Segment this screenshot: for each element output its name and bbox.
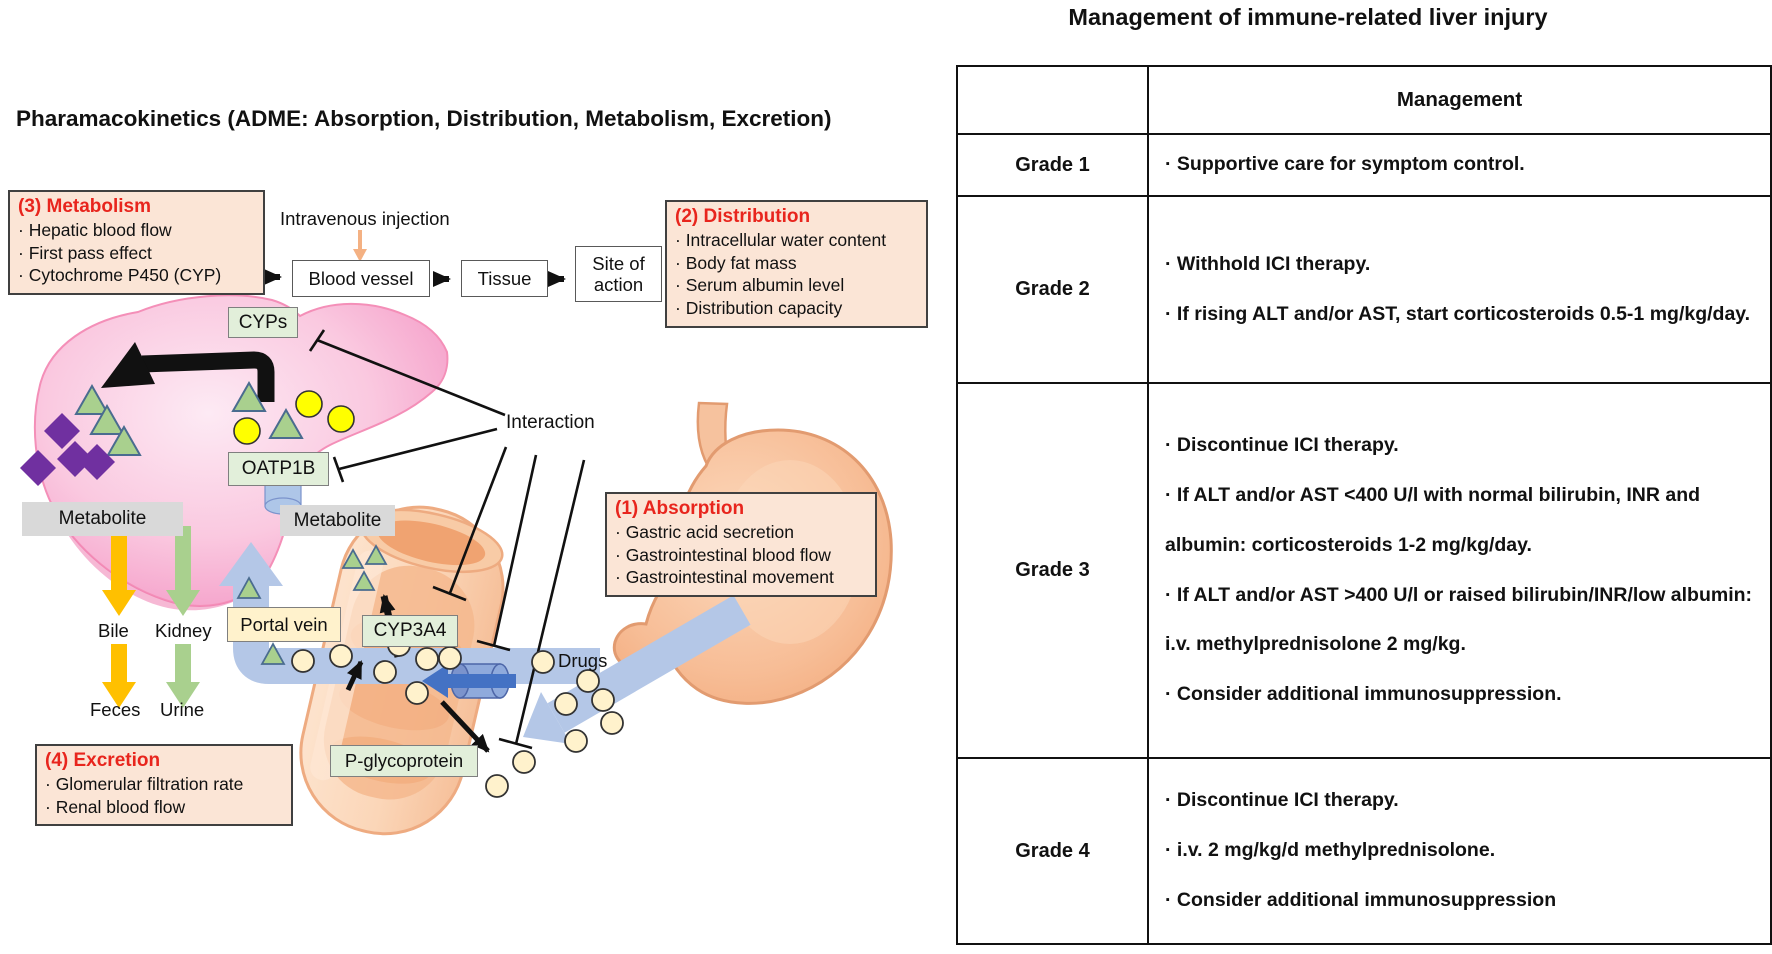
management-cell: · Supportive care for symptom control.	[1149, 135, 1770, 195]
feces-label: Feces	[90, 699, 141, 720]
distribution-box: (2) Distribution · Intracellular water c…	[665, 200, 928, 328]
metabolite-label-right: Metabolite	[280, 505, 395, 536]
drug-shapes-liver	[231, 380, 355, 445]
flow-arrows	[264, 269, 566, 287]
absorption-item: · Gastrointestinal blood flow	[615, 544, 831, 565]
management-table-panel: Management of immune-related liver injur…	[950, 0, 1772, 954]
bile-arrows	[102, 526, 136, 708]
management-cell: · Discontinue ICI therapy. · i.v. 2 mg/k…	[1149, 759, 1770, 943]
grade-cell: Grade 2	[958, 197, 1149, 382]
tissue-box: Tissue	[461, 260, 548, 297]
management-header-cell: Management	[1396, 88, 1523, 111]
diagram-title: Pharamacokinetics (ADME: Absorption, Dis…	[16, 106, 832, 131]
management-item: · Discontinue ICI therapy.	[1165, 434, 1399, 457]
management-cell: · Discontinue ICI therapy. · If ALT and/…	[1149, 384, 1770, 757]
distribution-item: · Distribution capacity	[675, 298, 843, 318]
pgp-efflux-arrow	[440, 700, 490, 753]
drugs-label: Drugs	[558, 650, 608, 671]
table-row: Grade 4 · Discontinue ICI therapy. · i.v…	[958, 757, 1770, 943]
metabolite-triangles-left	[74, 383, 142, 456]
excretion-box: (4) Excretion · Glomerular filtration ra…	[35, 744, 293, 827]
metabolite-diamonds	[20, 413, 115, 486]
table-row: Grade 1 · Supportive care for symptom co…	[958, 133, 1770, 195]
metabolite-triangles-gut	[341, 544, 388, 591]
grade-cell: Grade 1	[958, 135, 1149, 195]
table-header-row: Management	[958, 67, 1770, 133]
cyp3a4-box: CYP3A4	[362, 615, 458, 647]
metabolism-item: · First pass effect	[18, 242, 152, 263]
metabolism-box-title: (3) Metabolism	[18, 196, 152, 217]
distribution-item: · Intracellular water content	[675, 229, 887, 250]
pharmacokinetics-diagram: Pharamacokinetics (ADME: Absorption, Dis…	[8, 106, 928, 836]
management-cell: · Withhold ICI therapy. · If rising ALT …	[1149, 197, 1770, 382]
absorption-box-title: (1) Absorption	[615, 498, 745, 519]
p-glycoprotein-box: P-glycoprotein	[330, 745, 478, 777]
transporter-icon	[422, 663, 516, 699]
cyp3a4-arrow	[345, 660, 364, 692]
management-item: · Consider additional immunosuppression.	[1165, 682, 1562, 705]
site-of-action-box: Site of action	[575, 246, 662, 302]
grade-header-cell	[958, 67, 1149, 133]
metabolism-item: · Hepatic blood flow	[18, 219, 172, 240]
distribution-box-title: (2) Distribution	[675, 206, 811, 227]
cyp-metabolism-arrow	[101, 342, 275, 402]
interaction-label: Interaction	[506, 412, 595, 433]
kidney-arrows	[166, 526, 200, 708]
excretion-item: · Renal blood flow	[45, 796, 186, 817]
cyps-box: CYPs	[228, 307, 298, 338]
grade-cell: Grade 4	[958, 759, 1149, 943]
absorption-item: · Gastrointestinal movement	[615, 567, 834, 588]
management-item: · Withhold ICI therapy.	[1165, 252, 1371, 275]
metabolite-label-left: Metabolite	[22, 502, 183, 536]
table-row: Grade 3 · Discontinue ICI therapy. · If …	[958, 382, 1770, 757]
distribution-item: · Serum albumin level	[675, 275, 845, 296]
management-item: · Supportive care for symptom control.	[1165, 153, 1525, 176]
excretion-item: · Glomerular filtration rate	[45, 773, 244, 794]
management-item: · i.v. 2 mg/kg/d methylprednisolone.	[1165, 839, 1496, 862]
table-row: Grade 2 · Withhold ICI therapy. · If ris…	[958, 195, 1770, 382]
management-item: · If rising ALT and/or AST, start cortic…	[1165, 302, 1751, 325]
management-table: Management Grade 1 · Supportive care for…	[956, 65, 1772, 945]
absorption-box: (1) Absorption · Gastric acid secretion …	[605, 492, 877, 597]
drug-ingestion-arrow	[523, 595, 751, 744]
bile-label: Bile	[98, 620, 129, 641]
kidney-label: Kidney	[155, 620, 212, 641]
oatp1b-box: OATP1B	[228, 452, 329, 486]
urine-label: Urine	[160, 699, 205, 720]
table-title: Management of immune-related liver injur…	[1068, 4, 1548, 30]
absorption-item: · Gastric acid secretion	[615, 521, 794, 542]
metabolism-item: · Cytochrome P450 (CYP)	[18, 265, 222, 286]
distribution-item: · Body fat mass	[675, 252, 797, 273]
drug-circles-efflux	[485, 750, 536, 798]
intravenous-injection-label: Intravenous injection	[280, 208, 450, 229]
management-item: · Consider additional immunosuppression	[1165, 888, 1557, 911]
management-item: · If ALT and/or AST >400 U/l or raised b…	[1165, 583, 1753, 656]
grade-cell: Grade 3	[958, 384, 1149, 757]
drug-circles-ingested	[554, 669, 624, 753]
portal-vein-flow-arrow	[219, 542, 600, 684]
interaction-lines	[308, 329, 586, 750]
iv-injection-arrow	[353, 230, 367, 262]
management-item: · Discontinue ICI therapy.	[1165, 789, 1399, 812]
excretion-box-title: (4) Excretion	[45, 750, 161, 771]
metabolism-box: (3) Metabolism · Hepatic blood flow · Fi…	[8, 190, 265, 295]
portal-vein-box: Portal vein	[227, 607, 341, 642]
blood-vessel-box: Blood vessel	[292, 260, 430, 297]
management-item: · If ALT and/or AST <400 U/l with normal…	[1165, 484, 1701, 556]
